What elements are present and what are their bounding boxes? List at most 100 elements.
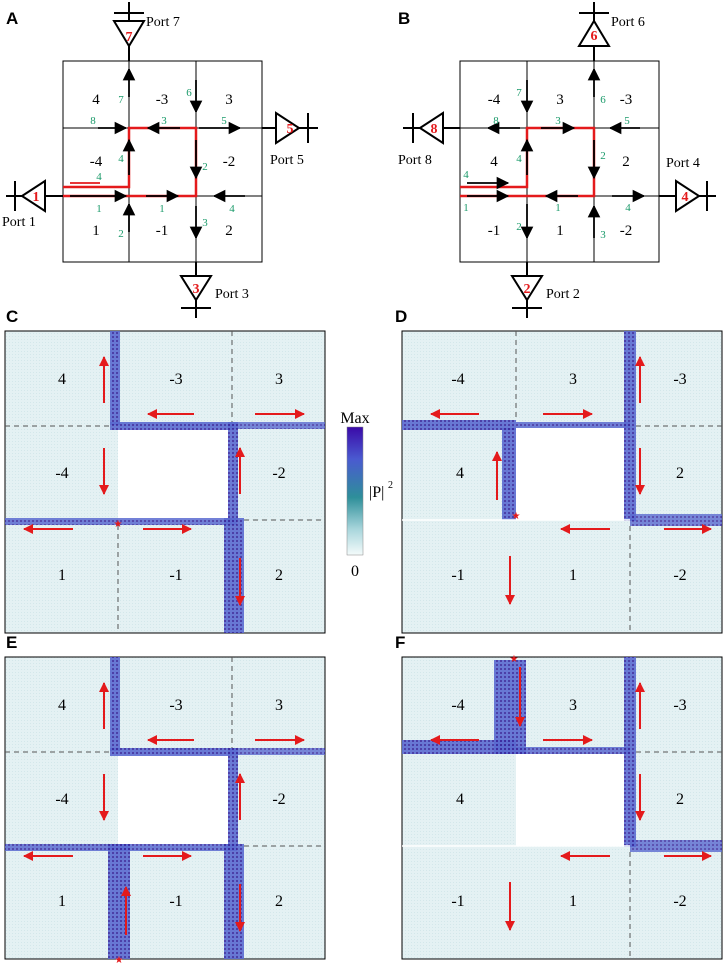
panel-c-cell-3: -4: [55, 465, 68, 482]
panel-b-cell-7: -2: [620, 223, 633, 239]
panel-d-cell-2: -3: [673, 371, 686, 388]
panel-b-port-bottom: 2 Port 2: [510, 262, 580, 318]
panel-d-red-arrows: [430, 356, 712, 605]
panel-f-cell-3: 4: [456, 791, 464, 808]
panel-b-green-3: 3: [555, 115, 561, 127]
panel-a-port-top: 7 Port 7: [112, 2, 180, 61]
panel-b-green-3b: 3: [600, 229, 606, 241]
panel-e-cell-6: -1: [169, 893, 182, 910]
panel-d-dashes: [515, 331, 722, 633]
panel-a-port-right-label: Port 5: [270, 153, 304, 168]
panel-e: E ★ 4: [4, 633, 326, 966]
panel-a-port-top-label: Port 7: [146, 15, 180, 30]
panel-e-cell-2: 3: [275, 697, 283, 714]
panel-b-cell-2: -3: [620, 92, 633, 108]
colorbar-gradient: [346, 426, 364, 556]
panel-a-cell-2: 3: [225, 92, 233, 108]
panel-e-cell-0: 4: [58, 697, 66, 714]
colorbar-quantity-exp: 2: [388, 480, 393, 491]
panel-e-cell-labels: 4 -3 3 -4 -2 1 -1 2: [55, 697, 285, 910]
panel-d: D ★ -4 3 -3: [395, 307, 723, 634]
panel-a-green-6: 6: [186, 87, 192, 99]
panel-b-green-labels: 7 6 8 3 5 4 2 4 1 1 4 2 3: [463, 87, 631, 241]
panel-f-hole: [516, 754, 630, 846]
panel-a-green-7: 7: [118, 94, 124, 106]
panel-a-cell-1: -3: [156, 92, 169, 108]
panel-letter-f: F: [395, 633, 405, 652]
panel-d-cell-7: -2: [673, 567, 686, 584]
panel-f-cell-0: -4: [451, 697, 464, 714]
panel-d-cell-4: 2: [676, 465, 684, 482]
panel-c-cell-6: -1: [169, 567, 182, 584]
panel-c-cell-labels: 4 -3 3 -4 -2 1 -1 2: [55, 371, 285, 584]
panel-b-cell-3: 4: [490, 154, 498, 170]
panel-b-green-6: 6: [600, 94, 606, 106]
panel-a-cell-3: -4: [90, 154, 103, 170]
panel-a-cell-5: 1: [92, 223, 100, 239]
panel-b-port-bottom-number: 2: [524, 282, 531, 297]
panel-a-green-1b: 1: [159, 203, 165, 215]
panel-d-cell-6: 1: [569, 567, 577, 584]
panel-f-cell-5: -1: [451, 893, 464, 910]
panel-b-green-1a: 1: [463, 202, 469, 214]
panel-a-green-8: 8: [90, 115, 96, 127]
panel-e-red-arrows: [23, 682, 305, 935]
panel-a-cell-labels: 4 -3 3 -4 -2 1 -1 2: [90, 92, 236, 239]
panel-b-port-top: 6 Port 6: [577, 2, 645, 61]
panel-letter-a: A: [6, 9, 18, 28]
panel-b-cell-5: -1: [488, 223, 501, 239]
panel-e-cell-3: -4: [55, 791, 68, 808]
panel-b-port-right-label: Port 4: [666, 156, 700, 171]
panel-b-cell-0: -4: [488, 92, 501, 108]
panel-f-cell-labels: -4 3 -3 4 2 -1 1 -2: [451, 697, 686, 910]
panel-e-cell-7: 2: [275, 893, 283, 910]
panel-c-cell-5: 1: [58, 567, 66, 584]
panel-a: A 7 Port 7 5 Port 5 1: [2, 2, 318, 318]
panel-d-source-star: ★: [512, 511, 521, 522]
colorbar-min-label: 0: [351, 563, 359, 580]
panel-a-cell-7: 2: [225, 223, 233, 239]
panel-a-port-left: 1 Port 1: [2, 179, 63, 230]
panel-e-dashes: [5, 657, 325, 847]
panel-f-cell-2: -3: [673, 697, 686, 714]
panel-a-green-5: 5: [221, 115, 227, 127]
panel-b-arrows: [467, 67, 646, 240]
panel-f-red-arrows: [430, 667, 712, 931]
panel-b-cell-1: 3: [556, 92, 564, 108]
panel-e-cell-1: -3: [169, 697, 182, 714]
panel-a-green-1a: 1: [96, 203, 102, 215]
panel-c-cell-4: -2: [272, 465, 285, 482]
panel-b-port-top-label: Port 6: [611, 15, 645, 30]
panel-b-green-4c: 4: [625, 202, 631, 214]
panel-a-port-left-label: Port 1: [2, 215, 36, 230]
panel-letter-d: D: [395, 307, 407, 326]
panel-f-cell-6: 1: [569, 893, 577, 910]
panel-b-cell-labels: -4 3 -3 4 2 -1 1 -2: [488, 92, 633, 239]
panel-b-green-8: 8: [493, 115, 499, 127]
panel-a-cell-4: -2: [223, 154, 236, 170]
panel-d-waves: [402, 331, 722, 526]
colorbar: Max |P| 2 0: [340, 410, 393, 580]
panel-f-cell-4: 2: [676, 791, 684, 808]
panel-a-green-4b: 4: [96, 171, 102, 183]
panel-a-green-3: 3: [161, 115, 167, 127]
panel-a-arrows: [70, 67, 245, 240]
panel-f-cell-7: -2: [673, 893, 686, 910]
panel-d-hole: [516, 428, 630, 520]
panel-a-green-labels: 7 6 8 3 5 4 2 4 1 1 4 2 3: [90, 87, 235, 240]
panel-d-cell-3: 4: [456, 465, 464, 482]
panel-a-port-right-number: 5: [287, 122, 294, 137]
panel-a-port-top-number: 7: [126, 30, 133, 45]
panel-d-cell-0: -4: [451, 371, 464, 388]
panel-letter-b: B: [398, 9, 410, 28]
panel-d-cell-1: 3: [569, 371, 577, 388]
panel-b-green-7: 7: [516, 87, 522, 99]
panel-a-port-right: 5 Port 5: [262, 111, 318, 168]
panel-c-cell-0: 4: [58, 371, 66, 388]
panel-c-source-star: ★: [114, 519, 123, 530]
panel-f: F ★ -4 3 -3 4: [395, 633, 723, 960]
panel-a-cell-6: -1: [156, 223, 169, 239]
panel-a-port-bottom-label: Port 3: [215, 287, 249, 302]
